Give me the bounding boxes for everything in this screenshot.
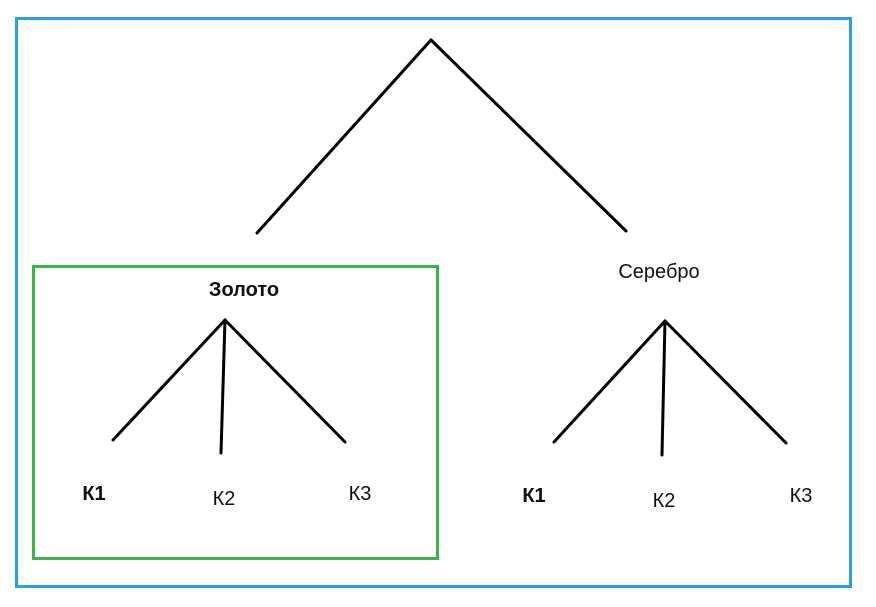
- edge-silver-k3: [663, 319, 788, 445]
- highlight-frame-gold: [32, 265, 439, 560]
- edge-root-right: [429, 38, 628, 233]
- leaf-silver-k3: К3: [789, 485, 813, 507]
- leaf-silver-k2: К2: [652, 490, 676, 512]
- outer-frame: [15, 17, 852, 588]
- edge-silver-k1: [552, 319, 667, 444]
- edge-root-left: [255, 38, 433, 235]
- leaf-gold-k2: К2: [212, 488, 236, 510]
- edge-gold-k3: [223, 318, 347, 444]
- leaf-gold-k3: К3: [348, 483, 372, 505]
- edge-silver-k2: [660, 319, 667, 457]
- branch-label-gold: Золото: [208, 279, 280, 301]
- edge-gold-k2: [219, 318, 227, 455]
- branch-label-silver: Серебро: [618, 261, 700, 283]
- leaf-gold-k1: К1: [82, 483, 106, 505]
- edge-gold-k1: [111, 318, 227, 442]
- leaf-silver-k1: К1: [522, 485, 546, 507]
